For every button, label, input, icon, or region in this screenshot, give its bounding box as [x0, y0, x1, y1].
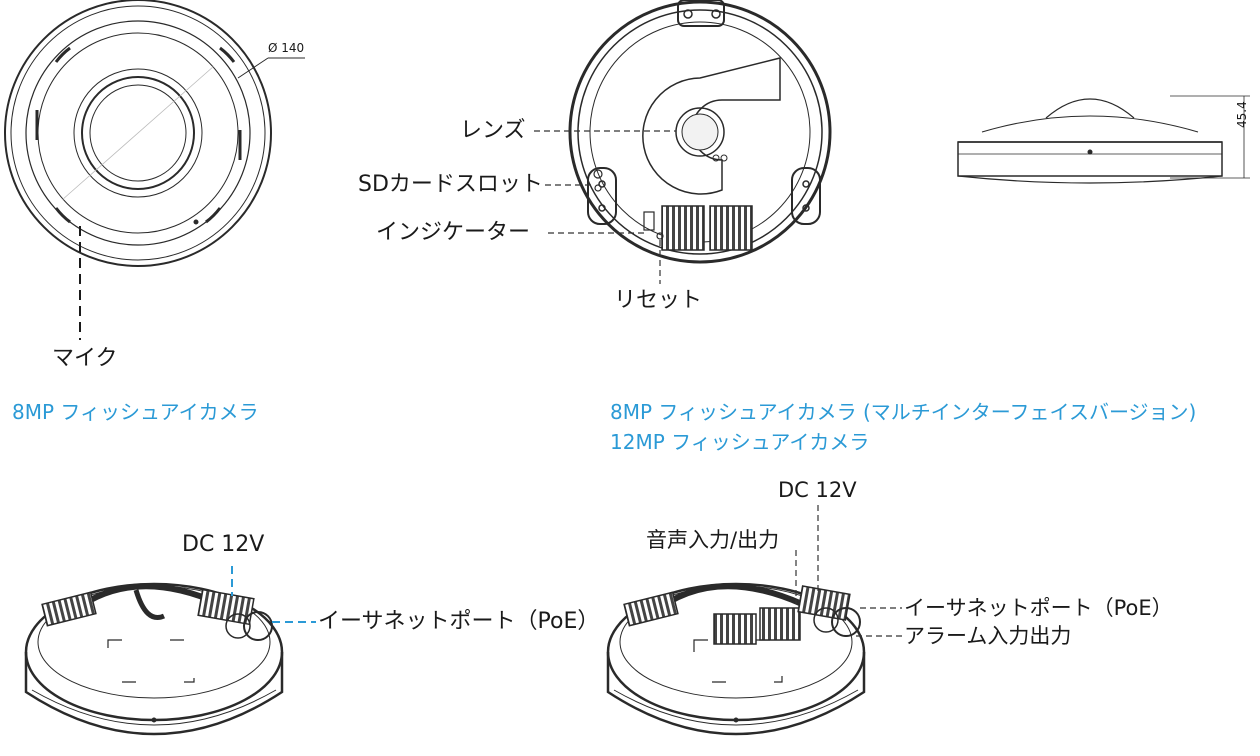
- dc12v-label-left: DC 12V: [182, 532, 265, 557]
- caption-12mp: 12MP フィッシュアイカメラ: [610, 430, 870, 454]
- mic-label: マイク: [52, 346, 118, 371]
- bottom-left-leaders: [231, 566, 316, 623]
- indicator-label: インジケーター: [376, 220, 531, 245]
- bottom-right-leaders: [795, 505, 902, 637]
- lens-label: レンズ: [460, 118, 526, 143]
- reset-label: リセット: [614, 288, 703, 313]
- ethernet-label-left: イーサネットポート（PoE）: [318, 609, 600, 634]
- inside-view: [568, 0, 832, 264]
- side-view: [957, 95, 1250, 184]
- ethernet-label-right: イーサネットポート（PoE）: [904, 596, 1173, 620]
- diameter-label: Ø 140: [268, 41, 305, 55]
- camera-cables-multi: [606, 582, 866, 736]
- inside-leaders: [534, 130, 676, 284]
- caption-8mp-multi: 8MP フィッシュアイカメラ (マルチインターフェイスバージョン): [610, 400, 1197, 424]
- sd-slot-label: SDカードスロット: [358, 172, 543, 197]
- camera-cables-basic: [24, 582, 284, 736]
- front-view: [4, 0, 305, 267]
- alarm-io-label: アラーム入力出力: [904, 624, 1072, 648]
- audio-io-label: 音声入力/出力: [646, 528, 780, 552]
- height-label: 45.4: [1235, 101, 1249, 128]
- dc12v-label-right: DC 12V: [778, 478, 857, 502]
- caption-8mp: 8MP フィッシュアイカメラ: [12, 400, 259, 424]
